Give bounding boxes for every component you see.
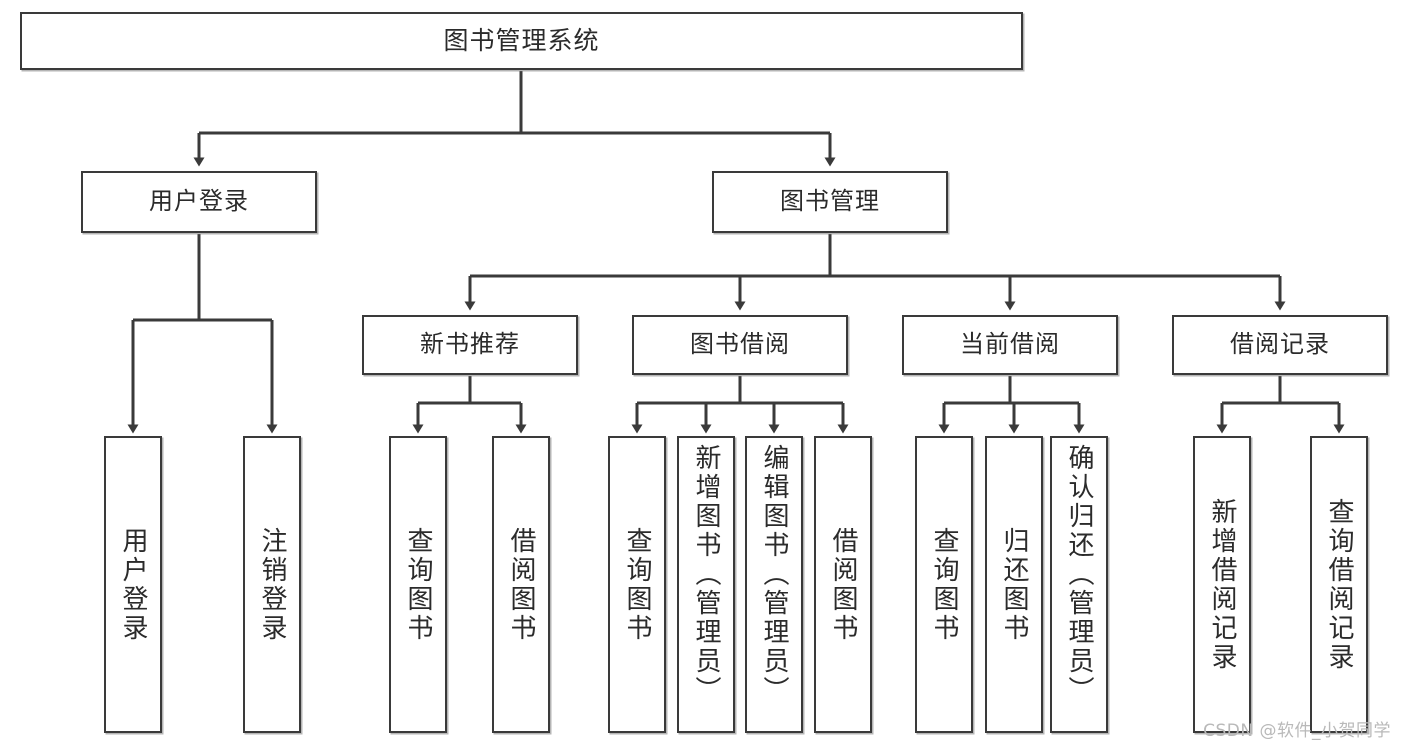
node-label: 查询图书 (403, 526, 433, 643)
node-label: 编辑图书（管理员） (759, 444, 789, 705)
node-root-book-management-system[interactable]: 图书管理系统 (20, 12, 1023, 70)
leaf-borrow-book[interactable]: 借阅图书 (814, 436, 872, 733)
leaf-borrow-query-book[interactable]: 查询图书 (608, 436, 666, 733)
leaf-edit-book-admin[interactable]: 编辑图书（管理员） (745, 436, 803, 733)
leaf-add-book-admin[interactable]: 新增图书（管理员） (677, 436, 735, 733)
node-label: 借阅图书 (828, 526, 858, 643)
node-label: 当前借阅 (960, 330, 1060, 359)
leaf-add-borrow-record[interactable]: 新增借阅记录 (1193, 436, 1251, 733)
node-book-borrow[interactable]: 图书借阅 (632, 315, 848, 375)
leaf-confirm-return-admin[interactable]: 确认归还（管理员） (1050, 436, 1108, 733)
node-label: 图书管理 (780, 187, 880, 216)
csdn-watermark: CSDN @软件_小贺同学 (1203, 721, 1391, 741)
node-label: 查询借阅记录 (1324, 497, 1354, 672)
leaf-new-book-query[interactable]: 查询图书 (389, 436, 447, 733)
node-new-book-recommend[interactable]: 新书推荐 (362, 315, 578, 375)
node-label: 归还图书 (999, 526, 1029, 643)
leaf-logout[interactable]: 注销登录 (243, 436, 301, 733)
node-label: 借阅图书 (506, 526, 536, 643)
node-borrow-record[interactable]: 借阅记录 (1172, 315, 1388, 375)
node-label: 借阅记录 (1230, 330, 1330, 359)
leaf-return-book[interactable]: 归还图书 (985, 436, 1043, 733)
leaf-query-borrow-record[interactable]: 查询借阅记录 (1310, 436, 1368, 733)
node-label: 用户登录 (118, 526, 148, 643)
node-label: 确认归还（管理员） (1064, 444, 1094, 705)
leaf-new-book-borrow[interactable]: 借阅图书 (492, 436, 550, 733)
node-label: 注销登录 (257, 526, 287, 643)
node-label: 新增图书（管理员） (691, 444, 721, 705)
node-book-management[interactable]: 图书管理 (712, 171, 948, 233)
leaf-user-login[interactable]: 用户登录 (104, 436, 162, 733)
leaf-current-query-book[interactable]: 查询图书 (915, 436, 973, 733)
node-label: 新增借阅记录 (1207, 497, 1237, 672)
node-label: 新书推荐 (420, 330, 520, 359)
node-label: 查询图书 (929, 526, 959, 643)
node-current-borrow[interactable]: 当前借阅 (902, 315, 1118, 375)
node-label: 查询图书 (622, 526, 652, 643)
node-label: 图书管理系统 (443, 25, 600, 55)
node-label: 图书借阅 (690, 330, 790, 359)
node-user-login[interactable]: 用户登录 (81, 171, 317, 233)
node-label: 用户登录 (149, 187, 249, 216)
